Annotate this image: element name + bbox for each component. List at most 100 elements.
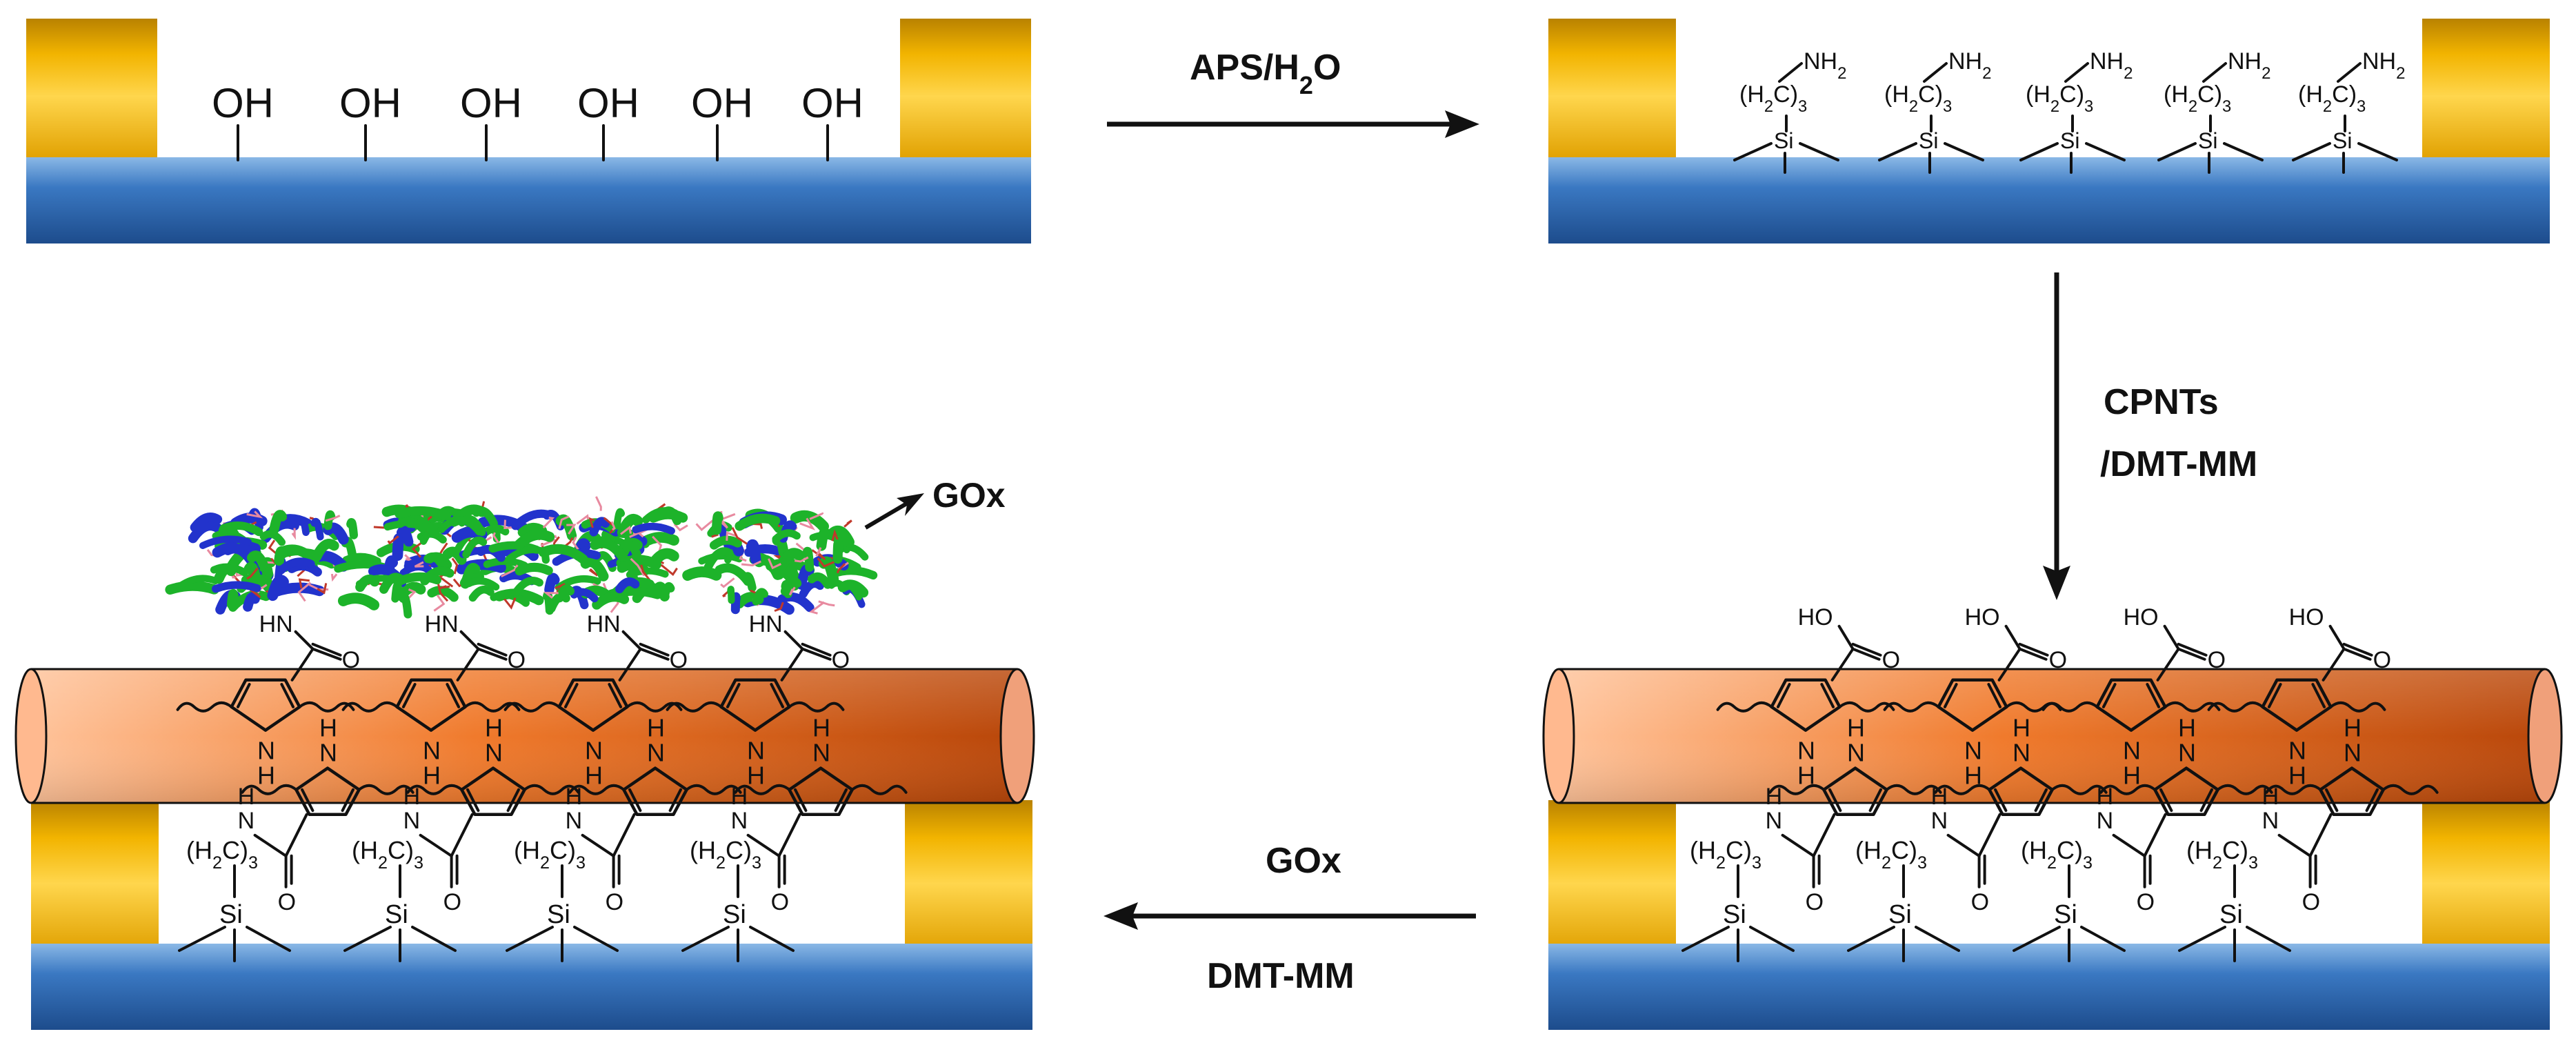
hydroxyl-label: OH <box>212 80 274 126</box>
pyrrole-nitrogen: N <box>319 739 337 767</box>
gox-label: GOx <box>932 476 1006 515</box>
aminopropylsilane: NH2(H2C)3Si <box>1733 48 1846 174</box>
step-3-label-bottom: DMT-MM <box>1207 956 1355 996</box>
gold-electrode-left <box>1548 800 1676 952</box>
silicon-atom: Si <box>1919 128 1938 153</box>
silicon-atom: Si <box>547 900 570 929</box>
hydroxyl-label: OH <box>801 80 863 126</box>
propyl-chain-label: (H2C)3 <box>352 836 423 873</box>
amine-label: NH2 <box>1804 48 1846 83</box>
carbonyl-oxygen: O <box>2302 889 2320 915</box>
step-3-arrow: GOx DMT-MM <box>1104 841 1476 996</box>
panel-4-chemistry: NHOHNNHOHNNHOHNNHOHNNHONH(H2C)3SiNHONH(H… <box>176 611 908 962</box>
pyrrole-hydrogen: H <box>423 762 441 790</box>
silicon-atom: Si <box>2333 128 2352 153</box>
amide-hydrogen: H <box>403 784 421 810</box>
step-2-arrow: CPNTs /DMT-MM <box>2043 272 2257 600</box>
hydroxyl-label: OH <box>691 80 753 126</box>
gox-callout: GOx <box>864 476 1006 530</box>
hydroxyl-group: OH <box>691 80 753 161</box>
amide-hydrogen: H <box>566 784 583 810</box>
gold-electrode-left <box>26 19 157 160</box>
hydroxyl-label: HO <box>2289 604 2324 630</box>
propyl-chain-label: (H2C)3 <box>1855 836 1927 873</box>
pyrrole-hydrogen: H <box>2344 714 2362 742</box>
amide-nitrogen: N <box>2097 808 2114 834</box>
pyrrole-nitrogen: N <box>485 739 503 767</box>
silicon-atom: Si <box>385 900 408 929</box>
glucose-oxidase-proteins <box>165 496 878 619</box>
pyrrole-hydrogen: H <box>585 762 603 790</box>
amide-nitrogen: N <box>403 808 421 834</box>
amide-hydrogen: H <box>238 784 255 810</box>
pyrrole-hydrogen: H <box>2123 762 2141 790</box>
substrate <box>1548 157 2550 243</box>
pyrrole-nitrogen: N <box>1964 737 1982 765</box>
propyl-chain-label: (H2C)3 <box>1690 836 1761 873</box>
pyrrole-nitrogen: N <box>812 739 830 767</box>
linker-amine: HN <box>425 611 459 637</box>
pyrrole-nitrogen: N <box>2178 739 2196 767</box>
gold-electrode-right <box>2422 800 2550 952</box>
carbonyl-oxygen: O <box>771 889 789 915</box>
glucose-oxidase-protein <box>505 496 688 615</box>
linker-amine: HN <box>587 611 621 637</box>
amine-label: NH2 <box>2228 48 2270 83</box>
propyl-chain-label: (H2C)3 <box>2298 81 2366 116</box>
hydroxyl-label: HO <box>2124 604 2159 630</box>
amine-label: NH2 <box>2362 48 2405 83</box>
step-1-label: APS/H2O <box>1190 48 1341 99</box>
pyrrole-nitrogen: N <box>2013 739 2030 767</box>
silicon-atom: Si <box>1723 900 1746 929</box>
gold-electrode-left <box>31 800 159 952</box>
amide-nitrogen: N <box>2262 808 2279 834</box>
amide-hydrogen: H <box>1931 784 1948 810</box>
propyl-chain-label: (H2C)3 <box>2186 836 2258 873</box>
gold-electrode-right <box>905 800 1032 952</box>
pyrrole-hydrogen: H <box>647 714 665 742</box>
aminopropylsilane: NH2(H2C)3Si <box>2292 48 2405 174</box>
amide-hydrogen: H <box>2262 784 2279 810</box>
propyl-chain-label: (H2C)3 <box>690 836 761 873</box>
carbonyl-oxygen: O <box>1971 889 1989 915</box>
carbonyl-oxygen: O <box>2373 647 2391 673</box>
propyl-chain-label: (H2C)3 <box>2164 81 2231 116</box>
pyrrole-hydrogen: H <box>319 714 337 742</box>
pyrrole-hydrogen: H <box>257 762 275 790</box>
pyrrole-hydrogen: H <box>812 714 830 742</box>
step-1-arrow: APS/H2O <box>1107 48 1479 138</box>
pyrrole-hydrogen: H <box>1847 714 1865 742</box>
substrate <box>26 157 1031 243</box>
hydroxyl-label: OH <box>577 80 639 126</box>
pyrrole-nitrogen: N <box>2288 737 2306 765</box>
amide-pyrrole: NH <box>1934 714 2108 817</box>
glucose-oxidase-protein <box>165 508 381 615</box>
carbonyl-oxygen: O <box>508 647 526 673</box>
carbonyl-oxygen: O <box>443 889 461 915</box>
amide-pyrrole: NH <box>1768 714 1942 817</box>
hydroxyl-group: OH <box>339 80 401 161</box>
propyl-chain-label: (H2C)3 <box>1739 81 1807 116</box>
pyrrole-nitrogen: N <box>1847 739 1865 767</box>
amide-hydrogen: H <box>731 784 748 810</box>
hydroxyl-groups: OH OH OH OH OH OH <box>212 80 863 161</box>
amide-linked-pyrrole: NH <box>503 678 683 790</box>
hydroxyl-group: OH <box>460 80 522 161</box>
amide-pyrrole: NH <box>241 714 415 817</box>
amide-linked-pyrrole: NH <box>341 678 521 790</box>
pyrrole-nitrogen: N <box>2123 737 2141 765</box>
hydroxyl-group: OH <box>801 80 863 161</box>
step-2-label-line2: /DMT-MM <box>2100 444 2257 484</box>
step-3-label-top: GOx <box>1266 841 1341 881</box>
pyrrole-hydrogen: H <box>2178 714 2196 742</box>
amide-nitrogen: N <box>731 808 748 834</box>
pyrrole-nitrogen: N <box>647 739 665 767</box>
pyrrole-nitrogen: N <box>257 737 275 765</box>
silicon-atom: Si <box>2198 128 2217 153</box>
silicon-atom: Si <box>2060 128 2079 153</box>
amide-nitrogen: N <box>1766 808 1783 834</box>
amine-label: NH2 <box>2090 48 2133 83</box>
propyl-chain-label: (H2C)3 <box>2026 81 2093 116</box>
gold-electrode-left <box>1548 19 1676 160</box>
